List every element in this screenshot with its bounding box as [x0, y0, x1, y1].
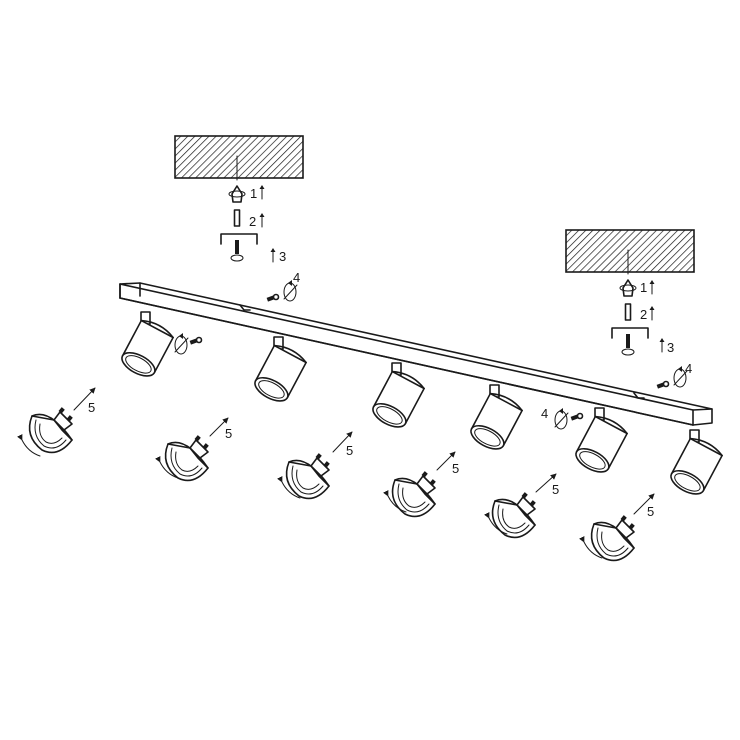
- rotation-arrow-icon: [174, 332, 189, 355]
- ceiling-mount-left: [174, 135, 304, 262]
- bulb-group-3: 5: [276, 431, 353, 500]
- up-arrow-icon: [270, 247, 276, 263]
- screw-icon: [265, 293, 280, 303]
- rotation-arrow-icon: [554, 407, 569, 430]
- spotlight-head-2: [250, 336, 309, 407]
- step-3-label-right: 3: [667, 340, 674, 355]
- step-1-label-left: 1: [250, 186, 257, 201]
- gu10-bulb-icon: [590, 514, 636, 562]
- ceiling-mount-right: [565, 229, 695, 356]
- bulb-group-4: 5: [382, 451, 459, 518]
- screw-icon: [655, 380, 670, 390]
- spotlight-head-3: [368, 362, 427, 433]
- bulb-group-1: 5: [16, 387, 96, 457]
- up-arrow-icon: [259, 184, 265, 200]
- step-2-label-right: 2: [640, 307, 647, 322]
- gu10-bulb-icon: [28, 406, 74, 454]
- screw-icon: [188, 336, 203, 346]
- gu10-bulb-icon: [391, 470, 437, 518]
- up-arrow-icon: [259, 212, 265, 228]
- bulb-group-5: 5: [483, 473, 559, 539]
- spotlight-head-6: [666, 429, 725, 500]
- step-3-label-left: 3: [279, 249, 286, 264]
- up-arrow-icon: [659, 337, 665, 353]
- step-2-label-left: 2: [249, 214, 256, 229]
- spotlight-head-1: [117, 311, 176, 382]
- bulb-group-6: 5: [578, 493, 655, 562]
- bulb-group-2: 5: [154, 417, 232, 482]
- step-5-label-1: 5: [88, 400, 95, 415]
- step-1-label-right: 1: [640, 280, 647, 295]
- screw-icon: [569, 412, 584, 422]
- step-4-label-head-right: 4: [541, 406, 548, 421]
- gu10-bulb-icon: [491, 491, 537, 539]
- step-4-label-bar-right: 4: [685, 361, 692, 376]
- step-4-label-bar-left: 4: [293, 270, 300, 285]
- step-5-label-3: 5: [346, 443, 353, 458]
- up-arrow-icon: [649, 305, 655, 321]
- step-5-label-5: 5: [552, 482, 559, 497]
- gu10-bulb-icon: [285, 452, 331, 500]
- step-5-label-2: 5: [225, 426, 232, 441]
- step-5-label-6: 5: [647, 504, 654, 519]
- up-arrow-icon: [649, 279, 655, 295]
- gu10-bulb-icon: [164, 434, 210, 482]
- spotlight-head-4: [466, 384, 525, 455]
- track-bar: [119, 282, 713, 426]
- step-5-label-4: 5: [452, 461, 459, 476]
